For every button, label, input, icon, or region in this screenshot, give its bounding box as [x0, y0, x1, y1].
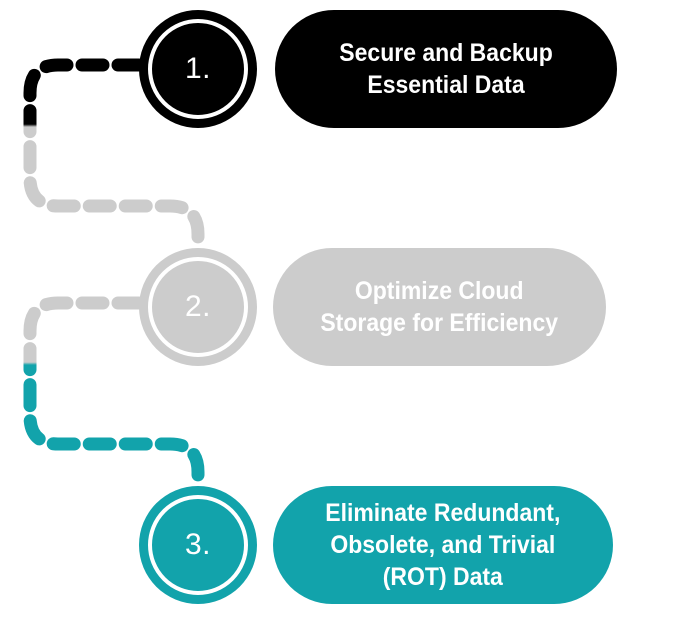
step-3-number: 3. — [184, 528, 212, 561]
step-2-circle[interactable]: 2. — [139, 248, 257, 366]
step-3-inner-ring — [148, 495, 248, 595]
connector-path-2 — [23, 296, 205, 495]
step-3-label: Eliminate Redundant, Obsolete, and Trivi… — [325, 499, 561, 591]
step-3-circle[interactable]: 3. — [139, 486, 257, 604]
step-2-number: 2. — [184, 290, 212, 323]
step-2-pill[interactable]: Optimize Cloud Storage for Efficiency — [273, 248, 606, 366]
step-1-label: Secure and Backup Essential Data — [339, 39, 553, 99]
step-2-label: Optimize Cloud Storage for Efficiency — [320, 277, 559, 337]
step-2-inner-ring — [148, 257, 248, 357]
step-1-number: 1. — [184, 52, 212, 85]
step-1-inner-ring — [148, 19, 248, 119]
step-3-pill[interactable]: Eliminate Redundant, Obsolete, and Trivi… — [273, 486, 613, 604]
connector-path-1 — [23, 58, 205, 257]
step-1-circle[interactable]: 1. — [139, 10, 257, 128]
step-1-pill[interactable]: Secure and Backup Essential Data — [275, 10, 617, 128]
